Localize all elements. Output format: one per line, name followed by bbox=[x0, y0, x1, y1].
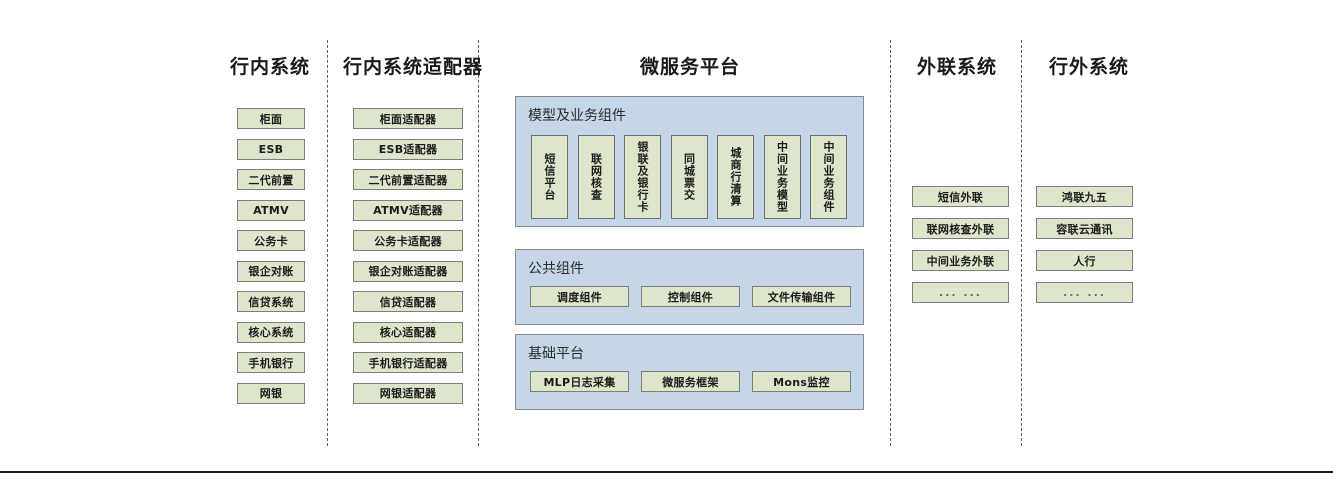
node-in-bank-adapters-1[interactable]: 柜面适配器 bbox=[353, 108, 463, 129]
node-in-bank-systems-9[interactable]: 手机银行 bbox=[237, 352, 305, 373]
node-model-business-components-2[interactable]: 联网核查 bbox=[577, 135, 615, 219]
panel-title-model-business-components: 模型及业务组件 bbox=[528, 108, 626, 124]
node-out-bank-systems-1[interactable]: 鸿联九五 bbox=[1036, 186, 1133, 207]
column-divider-3 bbox=[890, 40, 891, 446]
node-in-bank-adapters-7[interactable]: 信贷适配器 bbox=[353, 291, 463, 312]
panel-title-base-platform: 基础平台 bbox=[528, 346, 584, 362]
panel-title-public-components: 公共组件 bbox=[528, 261, 584, 277]
bottom-rule bbox=[0, 471, 1333, 473]
node-in-bank-systems-1[interactable]: 柜面 bbox=[237, 108, 305, 129]
node-out-bank-systems-2[interactable]: 容联云通讯 bbox=[1036, 218, 1133, 239]
column-title-microservice-platform: 微服务平台 bbox=[639, 56, 740, 78]
node-base-platform-1[interactable]: MLP日志采集 bbox=[530, 371, 629, 392]
node-in-bank-adapters-6[interactable]: 银企对账适配器 bbox=[353, 260, 463, 282]
node-model-business-components-3[interactable]: 银联及银行卡 bbox=[624, 135, 661, 219]
node-label: 中间业务组件 bbox=[822, 141, 835, 213]
node-in-bank-adapters-2[interactable]: ESB适配器 bbox=[353, 138, 463, 160]
node-in-bank-adapters-10[interactable]: 网银适配器 bbox=[353, 382, 463, 404]
node-model-business-components-5[interactable]: 城商行清算 bbox=[717, 135, 754, 219]
node-in-bank-adapters-9[interactable]: 手机银行适配器 bbox=[353, 352, 463, 373]
node-external-liaison-systems-4[interactable]: ... ... bbox=[912, 282, 1009, 303]
column-divider-1 bbox=[327, 40, 328, 446]
node-in-bank-adapters-3[interactable]: 二代前置适配器 bbox=[353, 169, 463, 190]
node-external-liaison-systems-1[interactable]: 短信外联 bbox=[912, 186, 1009, 207]
node-public-components-3[interactable]: 文件传输组件 bbox=[752, 286, 851, 307]
node-in-bank-systems-3[interactable]: 二代前置 bbox=[237, 169, 305, 190]
node-in-bank-systems-10[interactable]: 网银 bbox=[237, 382, 305, 404]
column-title-in-bank-adapters: 行内系统适配器 bbox=[342, 56, 483, 78]
node-external-liaison-systems-2[interactable]: 联网核查外联 bbox=[912, 218, 1009, 239]
node-in-bank-systems-5[interactable]: 公务卡 bbox=[237, 230, 305, 251]
node-label: 中间业务模型 bbox=[775, 141, 789, 213]
node-in-bank-systems-8[interactable]: 核心系统 bbox=[237, 321, 305, 343]
node-model-business-components-4[interactable]: 同城票交 bbox=[670, 135, 708, 219]
node-label: 同城票交 bbox=[682, 153, 696, 201]
node-in-bank-systems-2[interactable]: ESB bbox=[237, 138, 305, 160]
node-base-platform-3[interactable]: Mons监控 bbox=[752, 371, 851, 392]
node-public-components-2[interactable]: 控制组件 bbox=[641, 286, 740, 307]
column-divider-4 bbox=[1021, 40, 1022, 446]
node-external-liaison-systems-3[interactable]: 中间业务外联 bbox=[912, 250, 1009, 271]
node-out-bank-systems-3[interactable]: 人行 bbox=[1036, 250, 1133, 271]
node-in-bank-adapters-4[interactable]: ATMV适配器 bbox=[353, 199, 463, 221]
node-public-components-1[interactable]: 调度组件 bbox=[530, 286, 629, 307]
node-model-business-components-7[interactable]: 中间业务组件 bbox=[810, 135, 847, 219]
column-divider-2 bbox=[478, 40, 479, 446]
node-model-business-components-1[interactable]: 短信平台 bbox=[531, 135, 568, 219]
node-in-bank-systems-4[interactable]: ATMV bbox=[237, 199, 305, 221]
node-label: 城商行清算 bbox=[729, 147, 742, 207]
node-in-bank-adapters-5[interactable]: 公务卡适配器 bbox=[353, 230, 463, 251]
node-in-bank-systems-6[interactable]: 银企对账 bbox=[237, 260, 305, 282]
node-label: 联网核查 bbox=[589, 153, 603, 201]
column-title-out-bank-systems: 行外系统 bbox=[1048, 56, 1129, 78]
node-in-bank-adapters-8[interactable]: 核心适配器 bbox=[353, 321, 463, 343]
column-title-external-liaison-systems: 外联系统 bbox=[916, 56, 997, 78]
node-model-business-components-6[interactable]: 中间业务模型 bbox=[763, 135, 801, 219]
node-out-bank-systems-4[interactable]: ... ... bbox=[1036, 282, 1133, 303]
node-base-platform-2[interactable]: 微服务框架 bbox=[641, 371, 740, 392]
node-label: 银联及银行卡 bbox=[636, 141, 649, 213]
node-in-bank-systems-7[interactable]: 信贷系统 bbox=[237, 291, 305, 312]
node-label: 短信平台 bbox=[543, 153, 556, 201]
column-title-in-bank-systems: 行内系统 bbox=[229, 56, 310, 78]
